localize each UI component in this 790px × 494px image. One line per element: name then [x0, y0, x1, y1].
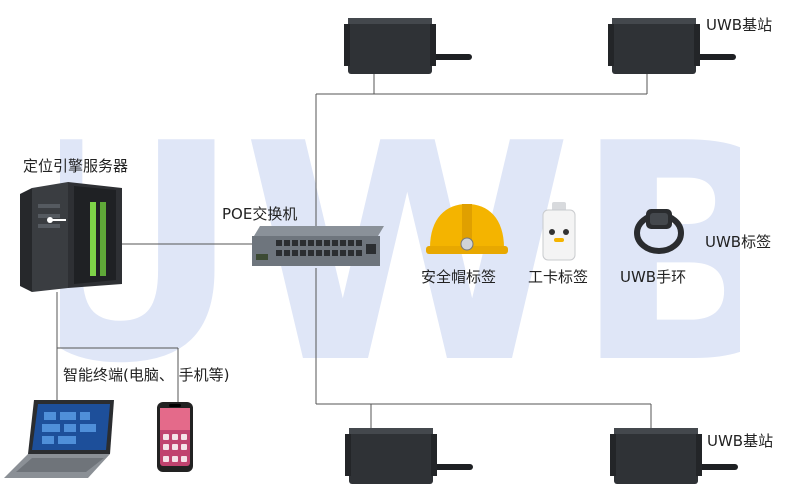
- bracelet-icon: [634, 209, 684, 254]
- helmet-tag-label: 安全帽标签: [421, 268, 497, 286]
- uwb-tags-group-label: UWB标签: [705, 233, 772, 251]
- laptop-icon: [4, 400, 114, 478]
- uwb-base-station-icon: [610, 428, 738, 484]
- badge-tag-icon: [542, 202, 576, 261]
- server-icon: [20, 182, 122, 292]
- badge-tag-label: 工卡标签: [528, 268, 589, 286]
- uwb-watermark: UWB: [60, 88, 740, 378]
- smartphone-icon: [157, 402, 193, 472]
- uwb-base-station-icon: [608, 18, 736, 74]
- bracelet-label: UWB手环: [620, 268, 687, 286]
- watermark-text: UWB: [60, 88, 740, 378]
- helmet-tag-icon: [426, 204, 508, 254]
- station-bottom-label: UWB基站: [707, 432, 774, 450]
- station-top-label: UWB基站: [706, 16, 773, 34]
- server-label: 定位引擎服务器: [23, 157, 129, 175]
- terminals-label: 智能终端(电脑、 手机等): [63, 366, 230, 384]
- poe-switch-label: POE交换机: [222, 205, 298, 223]
- poe-switch-icon: [252, 226, 384, 266]
- uwb-base-station-icon: [344, 18, 472, 74]
- uwb-base-station-icon: [345, 428, 473, 484]
